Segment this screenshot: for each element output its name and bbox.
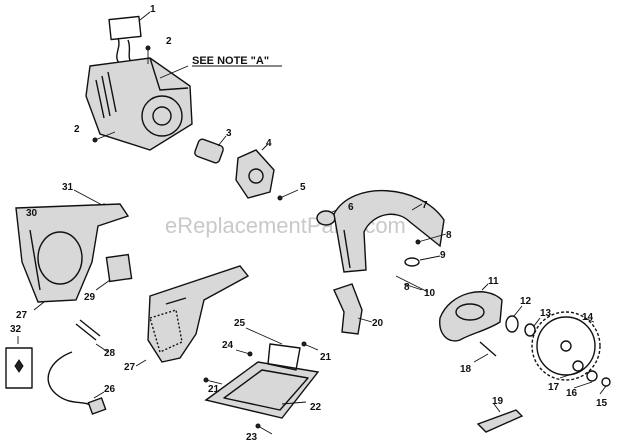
part-base-plate bbox=[204, 343, 320, 419]
callout-label: 1 bbox=[150, 4, 156, 15]
part-blade-hardware bbox=[559, 360, 611, 395]
callout-label: 23 bbox=[246, 432, 258, 443]
callout-label: 18 bbox=[460, 364, 472, 375]
callout-label: 25 bbox=[234, 318, 246, 329]
callout-label: 27 bbox=[124, 362, 136, 373]
callout-label: 5 bbox=[300, 182, 306, 193]
callout-label: 29 bbox=[84, 292, 96, 303]
callout-label: 2 bbox=[74, 124, 80, 135]
callout-label: 12 bbox=[520, 296, 532, 307]
callout-label: 26 bbox=[104, 384, 116, 395]
part-warning-tag bbox=[5, 336, 33, 389]
callout-label: 32 bbox=[10, 324, 22, 335]
part-guard-lever bbox=[333, 283, 373, 335]
callout-label: 27 bbox=[16, 310, 28, 321]
callout-label: 11 bbox=[488, 276, 499, 287]
callout-label: 22 bbox=[310, 402, 322, 413]
callout-label: 8 bbox=[404, 282, 410, 293]
part-lower-guard bbox=[439, 283, 503, 342]
callout-label: 20 bbox=[372, 318, 384, 329]
callout-label: 13 bbox=[540, 308, 552, 319]
callout-label: 9 bbox=[440, 250, 446, 261]
callout-label: 6 bbox=[348, 202, 354, 213]
callout-labels: 1 2 2 3 4 5 6 7 8 9 10 8 11 12 13 14 15 … bbox=[10, 4, 608, 443]
part-blade-wrench bbox=[476, 403, 524, 433]
part-handle-half-left bbox=[15, 203, 130, 311]
callout-label: 21 bbox=[208, 384, 220, 395]
callout-label: 28 bbox=[104, 348, 116, 359]
part-motor-housing bbox=[85, 37, 193, 151]
note-label: SEE NOTE "A" bbox=[192, 55, 269, 67]
part-screw bbox=[277, 189, 299, 201]
callout-label: 31 bbox=[62, 182, 74, 193]
part-bearing-bracket bbox=[235, 143, 275, 199]
part-handle-half-center bbox=[135, 265, 250, 367]
part-bolt bbox=[473, 341, 497, 363]
callout-label: 21 bbox=[320, 352, 332, 363]
callout-label: 2 bbox=[166, 36, 172, 47]
callout-label: 15 bbox=[596, 398, 608, 409]
callout-label: 16 bbox=[566, 388, 578, 399]
callout-label: 8 bbox=[446, 230, 452, 241]
callout-label: 19 bbox=[492, 396, 504, 407]
callout-label: 30 bbox=[26, 208, 38, 219]
callout-label: 24 bbox=[222, 340, 234, 351]
part-label-plate bbox=[108, 11, 151, 41]
part-guard-screws bbox=[395, 233, 447, 293]
part-handle-bolt bbox=[75, 319, 109, 353]
part-armature bbox=[194, 135, 227, 164]
part-power-cord bbox=[47, 351, 107, 415]
part-washers bbox=[505, 305, 541, 337]
part-saw-blade bbox=[531, 311, 601, 381]
part-upper-guard bbox=[333, 189, 445, 273]
callout-label: 4 bbox=[266, 138, 272, 149]
callout-label: 10 bbox=[424, 288, 436, 299]
part-switch bbox=[95, 253, 133, 291]
callout-label: 14 bbox=[582, 312, 594, 323]
callout-label: 3 bbox=[226, 128, 232, 139]
callout-label: 17 bbox=[548, 382, 560, 393]
callout-label: 7 bbox=[422, 200, 428, 211]
part-base-hardware bbox=[203, 327, 319, 385]
part-base-screw bbox=[255, 423, 273, 435]
